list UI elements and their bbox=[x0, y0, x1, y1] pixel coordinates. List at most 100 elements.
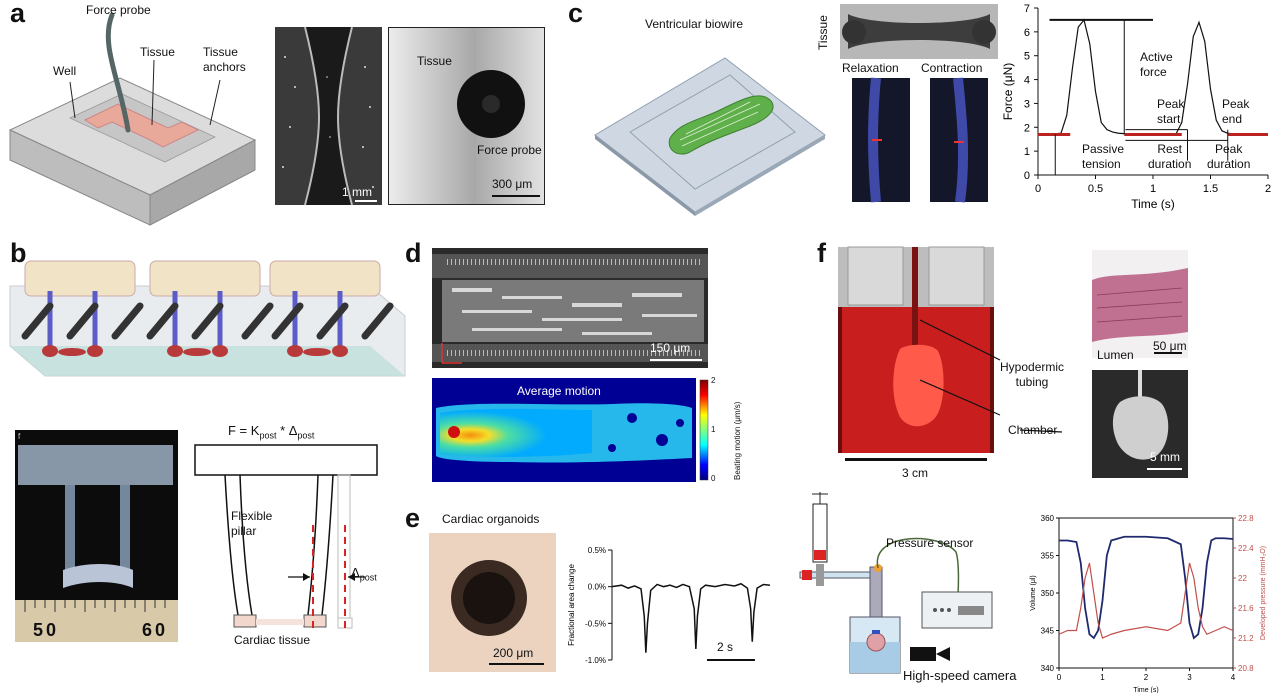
cbar-label: Beating motion (μm/s) bbox=[733, 401, 742, 480]
average-motion-title: Average motion bbox=[517, 384, 601, 398]
scale-150-label: 150 μm bbox=[650, 341, 691, 355]
flexible-line2: pillar bbox=[231, 524, 257, 538]
vol-frame bbox=[1058, 517, 1234, 669]
formula-f: F = K bbox=[228, 423, 260, 438]
flexible-line1: Flexible bbox=[231, 509, 273, 523]
hypodermic-line1: Hypodermic bbox=[1000, 360, 1065, 374]
formula-sub2: post bbox=[297, 430, 315, 441]
cbar-tick-2: 2 bbox=[711, 376, 716, 385]
scale-bar-150um bbox=[650, 359, 702, 361]
org-ytick-label: 0.5% bbox=[588, 546, 606, 555]
chamber-photo bbox=[838, 246, 994, 453]
pillar-array-diagram bbox=[9, 260, 406, 377]
active-line1: Active bbox=[1140, 50, 1173, 64]
photo-tag: f bbox=[18, 432, 21, 441]
peakdur-line2: duration bbox=[1207, 157, 1251, 171]
tissue-anchors-line2: anchors bbox=[203, 60, 246, 74]
formula-mid: * Δ bbox=[276, 423, 298, 438]
tissue-probe-photo: Tissue Force probe 300 μm bbox=[388, 27, 545, 205]
vol-ytick-label: 355 bbox=[1041, 552, 1055, 561]
force-xlabel: Time (s) bbox=[1131, 197, 1175, 211]
scale-bar-300um bbox=[492, 195, 540, 197]
relaxation-label: Relaxation bbox=[842, 61, 899, 75]
ruler-6: 6 bbox=[142, 620, 153, 640]
hypodermic-label: Hypodermic tubing bbox=[1000, 360, 1064, 390]
flexible-pillar-label: Flexible pillar bbox=[231, 509, 272, 539]
tissue-img-label: Tissue bbox=[417, 54, 452, 68]
passive-line1: Passive bbox=[1082, 142, 1125, 156]
vol-xlabel: Time (s) bbox=[1133, 687, 1158, 693]
tissue-label: Tissue bbox=[140, 45, 175, 59]
scale-200-label: 200 μm bbox=[493, 646, 534, 660]
scale-2s-label: 2 s bbox=[717, 640, 734, 654]
active-line2: force bbox=[1140, 65, 1167, 79]
peak-end-line1: Peak bbox=[1222, 97, 1250, 111]
org-ytick-label: 0.0% bbox=[588, 583, 606, 592]
biowire-tissue-photo bbox=[840, 4, 998, 59]
pres-ytick-label: 20.8 bbox=[1238, 664, 1254, 673]
delta-post-label: Δpost bbox=[351, 565, 377, 583]
well-diagram bbox=[8, 12, 257, 226]
cardiac-tissue-label: Cardiac tissue bbox=[234, 633, 311, 647]
pressure-setup-diagram bbox=[799, 492, 993, 674]
vol-ytick-label: 345 bbox=[1041, 627, 1055, 636]
well-label: Well bbox=[53, 64, 77, 78]
pres-ytick-label: 21.2 bbox=[1238, 634, 1254, 643]
vol-ylabel: Volume (μl) bbox=[1030, 575, 1037, 611]
vol-xtick-label: 3 bbox=[1187, 673, 1192, 682]
vol-xtick-label: 2 bbox=[1144, 673, 1149, 682]
pres-ylabel: Developed pressure (mmH₂O) bbox=[1260, 546, 1267, 640]
peak-start-line1: Peak bbox=[1157, 97, 1185, 111]
chamber-label: Chamber bbox=[1008, 423, 1058, 437]
peak-end-label: Peak end bbox=[1222, 97, 1249, 127]
chamber-bw-photo: 5 mm bbox=[1092, 370, 1188, 478]
force-ytick-label: 2 bbox=[1024, 122, 1030, 134]
average-motion-heatmap: Average motion bbox=[432, 378, 696, 482]
scale-bar-50um bbox=[1154, 352, 1182, 354]
leader-lines-f bbox=[919, 319, 1063, 433]
vol-xtick-label: 1 bbox=[1100, 673, 1105, 682]
vol-xtick-label: 0 bbox=[1057, 673, 1062, 682]
force-xtick-label: 0 bbox=[1035, 183, 1041, 195]
force-ytick-label: 5 bbox=[1024, 51, 1030, 63]
cbar-tick-1: 1 bbox=[711, 425, 716, 434]
heatmap-colorbar bbox=[699, 379, 709, 481]
active-force-label: Active force bbox=[1140, 50, 1173, 80]
rest-duration-label: Rest duration bbox=[1148, 142, 1191, 172]
beating-phase-photo: 150 μm bbox=[432, 248, 708, 368]
panel-label-c: c bbox=[568, 0, 584, 28]
formula-sub1: post bbox=[259, 430, 277, 441]
force-xtick-label: 0.5 bbox=[1088, 183, 1103, 195]
cbar-tick-0: 0 bbox=[711, 474, 716, 483]
panel-label-e: e bbox=[405, 503, 421, 533]
force-ytick-label: 7 bbox=[1024, 3, 1030, 15]
force-ylabel: Force (μN) bbox=[1001, 63, 1015, 121]
ruler-5: 5 bbox=[33, 620, 44, 640]
panel-label-d: d bbox=[405, 238, 422, 268]
panel-label-b: b bbox=[10, 238, 27, 268]
pillar-photo: f 5 0 6 0 bbox=[15, 430, 178, 642]
force-ytick-label: 1 bbox=[1024, 146, 1030, 158]
org-trace bbox=[611, 582, 771, 653]
vol-ytick-label: 350 bbox=[1041, 589, 1055, 598]
passive-line2: tension bbox=[1082, 157, 1121, 171]
biowire-tissue-label: Tissue bbox=[816, 15, 830, 50]
biowire-label: Ventricular biowire bbox=[645, 17, 744, 31]
peak-start-line2: start bbox=[1157, 112, 1181, 126]
scale-bar-200um bbox=[489, 663, 544, 665]
pillar-deflection-diagram bbox=[194, 444, 378, 630]
leader-lines-a bbox=[69, 59, 221, 126]
force-xtick-label: 1 bbox=[1150, 183, 1156, 195]
scale-50-label: 50 μm bbox=[1153, 339, 1187, 353]
lumen-label: Lumen bbox=[1097, 348, 1134, 362]
peakdur-line1: Peak bbox=[1215, 142, 1243, 156]
passive-tension-label: Passive tension bbox=[1082, 142, 1124, 172]
panel-label-a: a bbox=[10, 0, 26, 28]
vol-ytick-label: 360 bbox=[1041, 514, 1055, 523]
scale-bar-5mm bbox=[1147, 468, 1182, 470]
force-ytick-label: 6 bbox=[1024, 27, 1030, 39]
force-xtick-label: 2 bbox=[1265, 183, 1271, 195]
contraction-label: Contraction bbox=[921, 61, 983, 75]
scale-bar-1mm bbox=[355, 200, 377, 202]
